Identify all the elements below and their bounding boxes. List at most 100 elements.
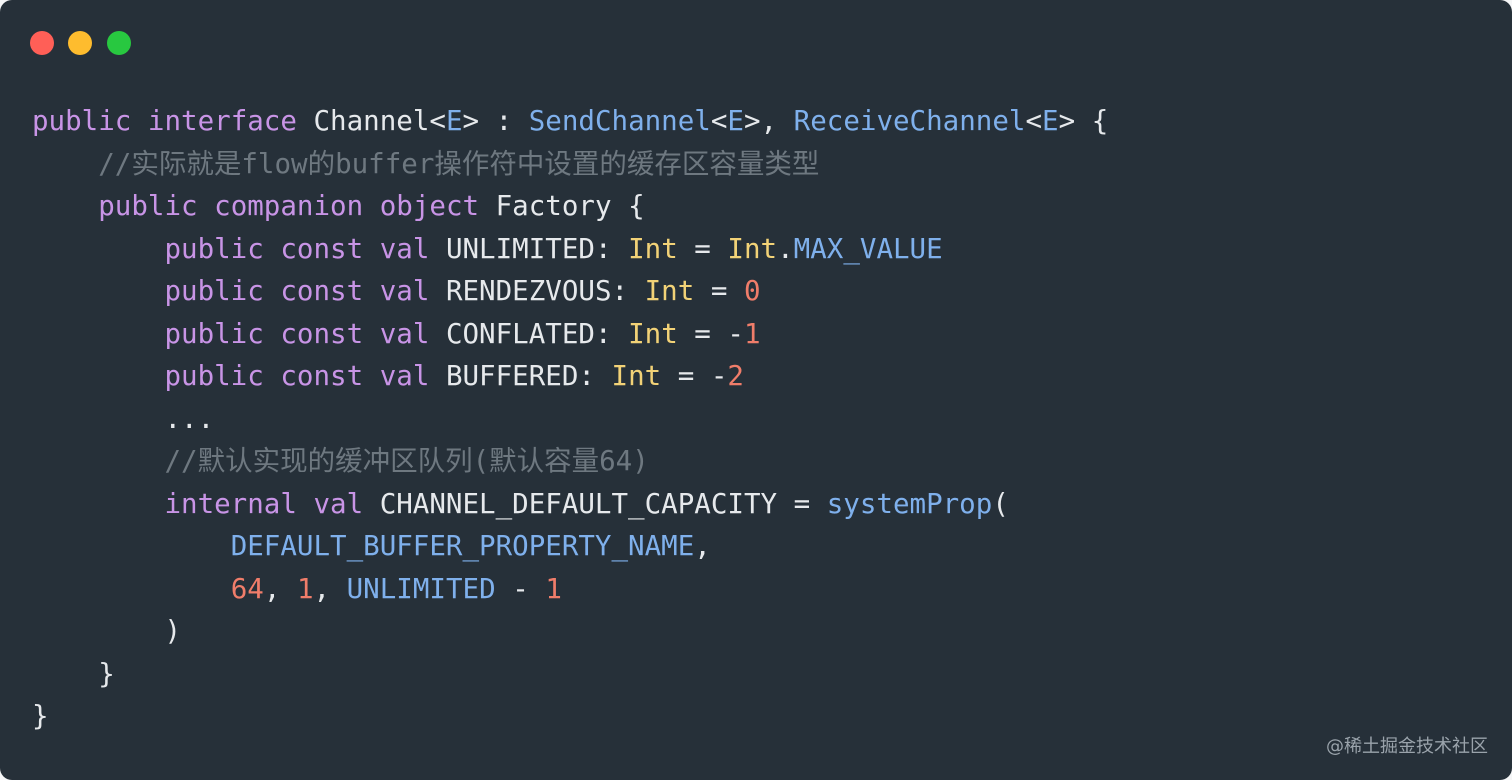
code-token-number: 1 xyxy=(743,317,761,350)
code-token-plain: ... xyxy=(32,402,215,435)
code-token-keyword: const xyxy=(280,360,364,392)
code-token-keyword: public xyxy=(164,317,264,350)
code-token-plain xyxy=(198,190,215,222)
code-line: public const val UNLIMITED: Int = Int.MA… xyxy=(32,228,1108,271)
code-token-plain xyxy=(264,233,281,265)
code-block: public interface Channel<E> : SendChanne… xyxy=(32,100,1108,738)
code-token-plain: UNLIMITED: xyxy=(429,232,629,265)
code-token-keyword: val xyxy=(379,317,430,350)
code-line: ... xyxy=(32,398,1108,441)
code-token-plain: > : xyxy=(462,105,529,137)
code-token-blue: UNLIMITED xyxy=(346,572,496,605)
code-token-plain: , xyxy=(263,572,297,605)
code-token-plain xyxy=(363,360,380,392)
code-token-blue: E xyxy=(445,105,463,137)
code-token-keyword: companion xyxy=(214,190,364,222)
code-token-plain: BUFFERED: xyxy=(429,360,612,392)
code-token-blue: E xyxy=(1042,105,1059,137)
code-token-blue: E xyxy=(727,105,744,137)
code-token-plain xyxy=(32,445,164,477)
minimize-dot-icon[interactable] xyxy=(68,31,92,55)
code-token-plain: , xyxy=(694,530,711,562)
code-token-plain: } xyxy=(32,657,115,690)
code-token-keyword: val xyxy=(379,360,430,392)
code-line: public interface Channel<E> : SendChanne… xyxy=(32,100,1108,143)
code-token-plain xyxy=(32,488,164,520)
code-token-plain: - xyxy=(495,572,546,605)
code-token-plain: Factory { xyxy=(479,190,645,222)
code-token-plain xyxy=(363,318,380,350)
code-token-number: 2 xyxy=(727,360,744,392)
code-line: ) xyxy=(32,610,1108,653)
maximize-dot-icon[interactable] xyxy=(107,31,131,55)
close-dot-icon[interactable] xyxy=(30,31,54,55)
code-token-type: Int xyxy=(727,232,778,265)
code-token-plain xyxy=(32,530,231,562)
code-token-keyword: internal xyxy=(164,487,297,520)
code-token-plain: ( xyxy=(992,487,1009,520)
code-line: public const val RENDEZVOUS: Int = 0 xyxy=(32,270,1108,313)
code-token-plain xyxy=(264,360,281,392)
code-token-plain xyxy=(32,233,164,265)
code-token-number: 0 xyxy=(743,275,761,307)
code-token-comment: //实际就是flow的buffer操作符中设置的缓存区容量类型 xyxy=(32,147,820,180)
code-token-plain: = - xyxy=(677,317,744,350)
code-token-keyword: val xyxy=(379,275,430,307)
code-token-plain: = xyxy=(694,275,744,307)
code-token-plain: Channel xyxy=(296,105,430,137)
code-token-number: 1 xyxy=(296,572,314,605)
code-token-plain: < xyxy=(1025,105,1043,137)
code-token-plain: > { xyxy=(1058,105,1109,137)
code-token-plain xyxy=(363,190,380,222)
code-line: //默认实现的缓冲区队列(默认容量64) xyxy=(32,440,1108,483)
code-token-plain: RENDEZVOUS: xyxy=(429,275,645,307)
code-token-keyword: public xyxy=(164,232,264,265)
code-token-plain: >, xyxy=(743,105,794,137)
code-token-plain xyxy=(264,318,281,350)
code-token-plain: , xyxy=(313,572,347,605)
code-token-number: 1 xyxy=(545,572,562,605)
code-token-plain xyxy=(297,488,314,520)
code-token-keyword: val xyxy=(379,232,430,265)
code-token-keyword: public xyxy=(32,105,132,137)
code-token-keyword: public xyxy=(164,360,264,392)
code-line: internal val CHANNEL_DEFAULT_CAPACITY = … xyxy=(32,483,1108,526)
code-token-type: Int xyxy=(611,360,662,392)
code-token-plain xyxy=(32,318,164,350)
code-token-comment: //默认实现的缓冲区队列(默认容量64) xyxy=(164,445,649,477)
code-token-blue: ReceiveChannel xyxy=(793,105,1026,137)
code-token-plain: CONFLATED: xyxy=(429,317,629,350)
code-token-plain: < xyxy=(710,105,728,137)
code-line: //实际就是flow的buffer操作符中设置的缓存区容量类型 xyxy=(32,143,1108,186)
code-line: public companion object Factory { xyxy=(32,185,1108,228)
code-token-keyword: const xyxy=(280,232,364,265)
code-token-keyword: public xyxy=(98,190,198,222)
code-token-plain: ) xyxy=(32,615,182,647)
code-line: public const val CONFLATED: Int = -1 xyxy=(32,313,1108,356)
code-token-keyword: const xyxy=(280,317,364,350)
code-token-plain xyxy=(32,360,164,392)
code-token-plain xyxy=(131,105,148,137)
code-token-plain: < xyxy=(429,105,446,137)
code-token-plain: CHANNEL_DEFAULT_CAPACITY = xyxy=(363,487,827,520)
code-line: } xyxy=(32,695,1108,738)
code-token-keyword: interface xyxy=(147,105,297,137)
code-token-plain xyxy=(264,275,281,307)
code-token-plain xyxy=(32,190,98,222)
code-token-blue: systemProp xyxy=(826,487,993,520)
code-token-blue: DEFAULT_BUFFER_PROPERTY_NAME xyxy=(230,530,695,562)
code-token-blue: SendChannel xyxy=(528,105,711,137)
code-token-type: Int xyxy=(644,275,695,307)
code-line: } xyxy=(32,653,1108,696)
code-token-keyword: object xyxy=(379,190,480,222)
code-token-plain: . xyxy=(777,232,794,265)
code-token-plain: = xyxy=(677,232,728,265)
code-token-keyword: const xyxy=(280,275,364,307)
code-token-plain xyxy=(363,233,380,265)
code-token-plain xyxy=(32,573,231,605)
code-line: 64, 1, UNLIMITED - 1 xyxy=(32,568,1108,611)
code-token-keyword: val xyxy=(313,487,364,520)
code-token-type: Int xyxy=(628,232,678,265)
code-token-plain xyxy=(32,275,164,307)
